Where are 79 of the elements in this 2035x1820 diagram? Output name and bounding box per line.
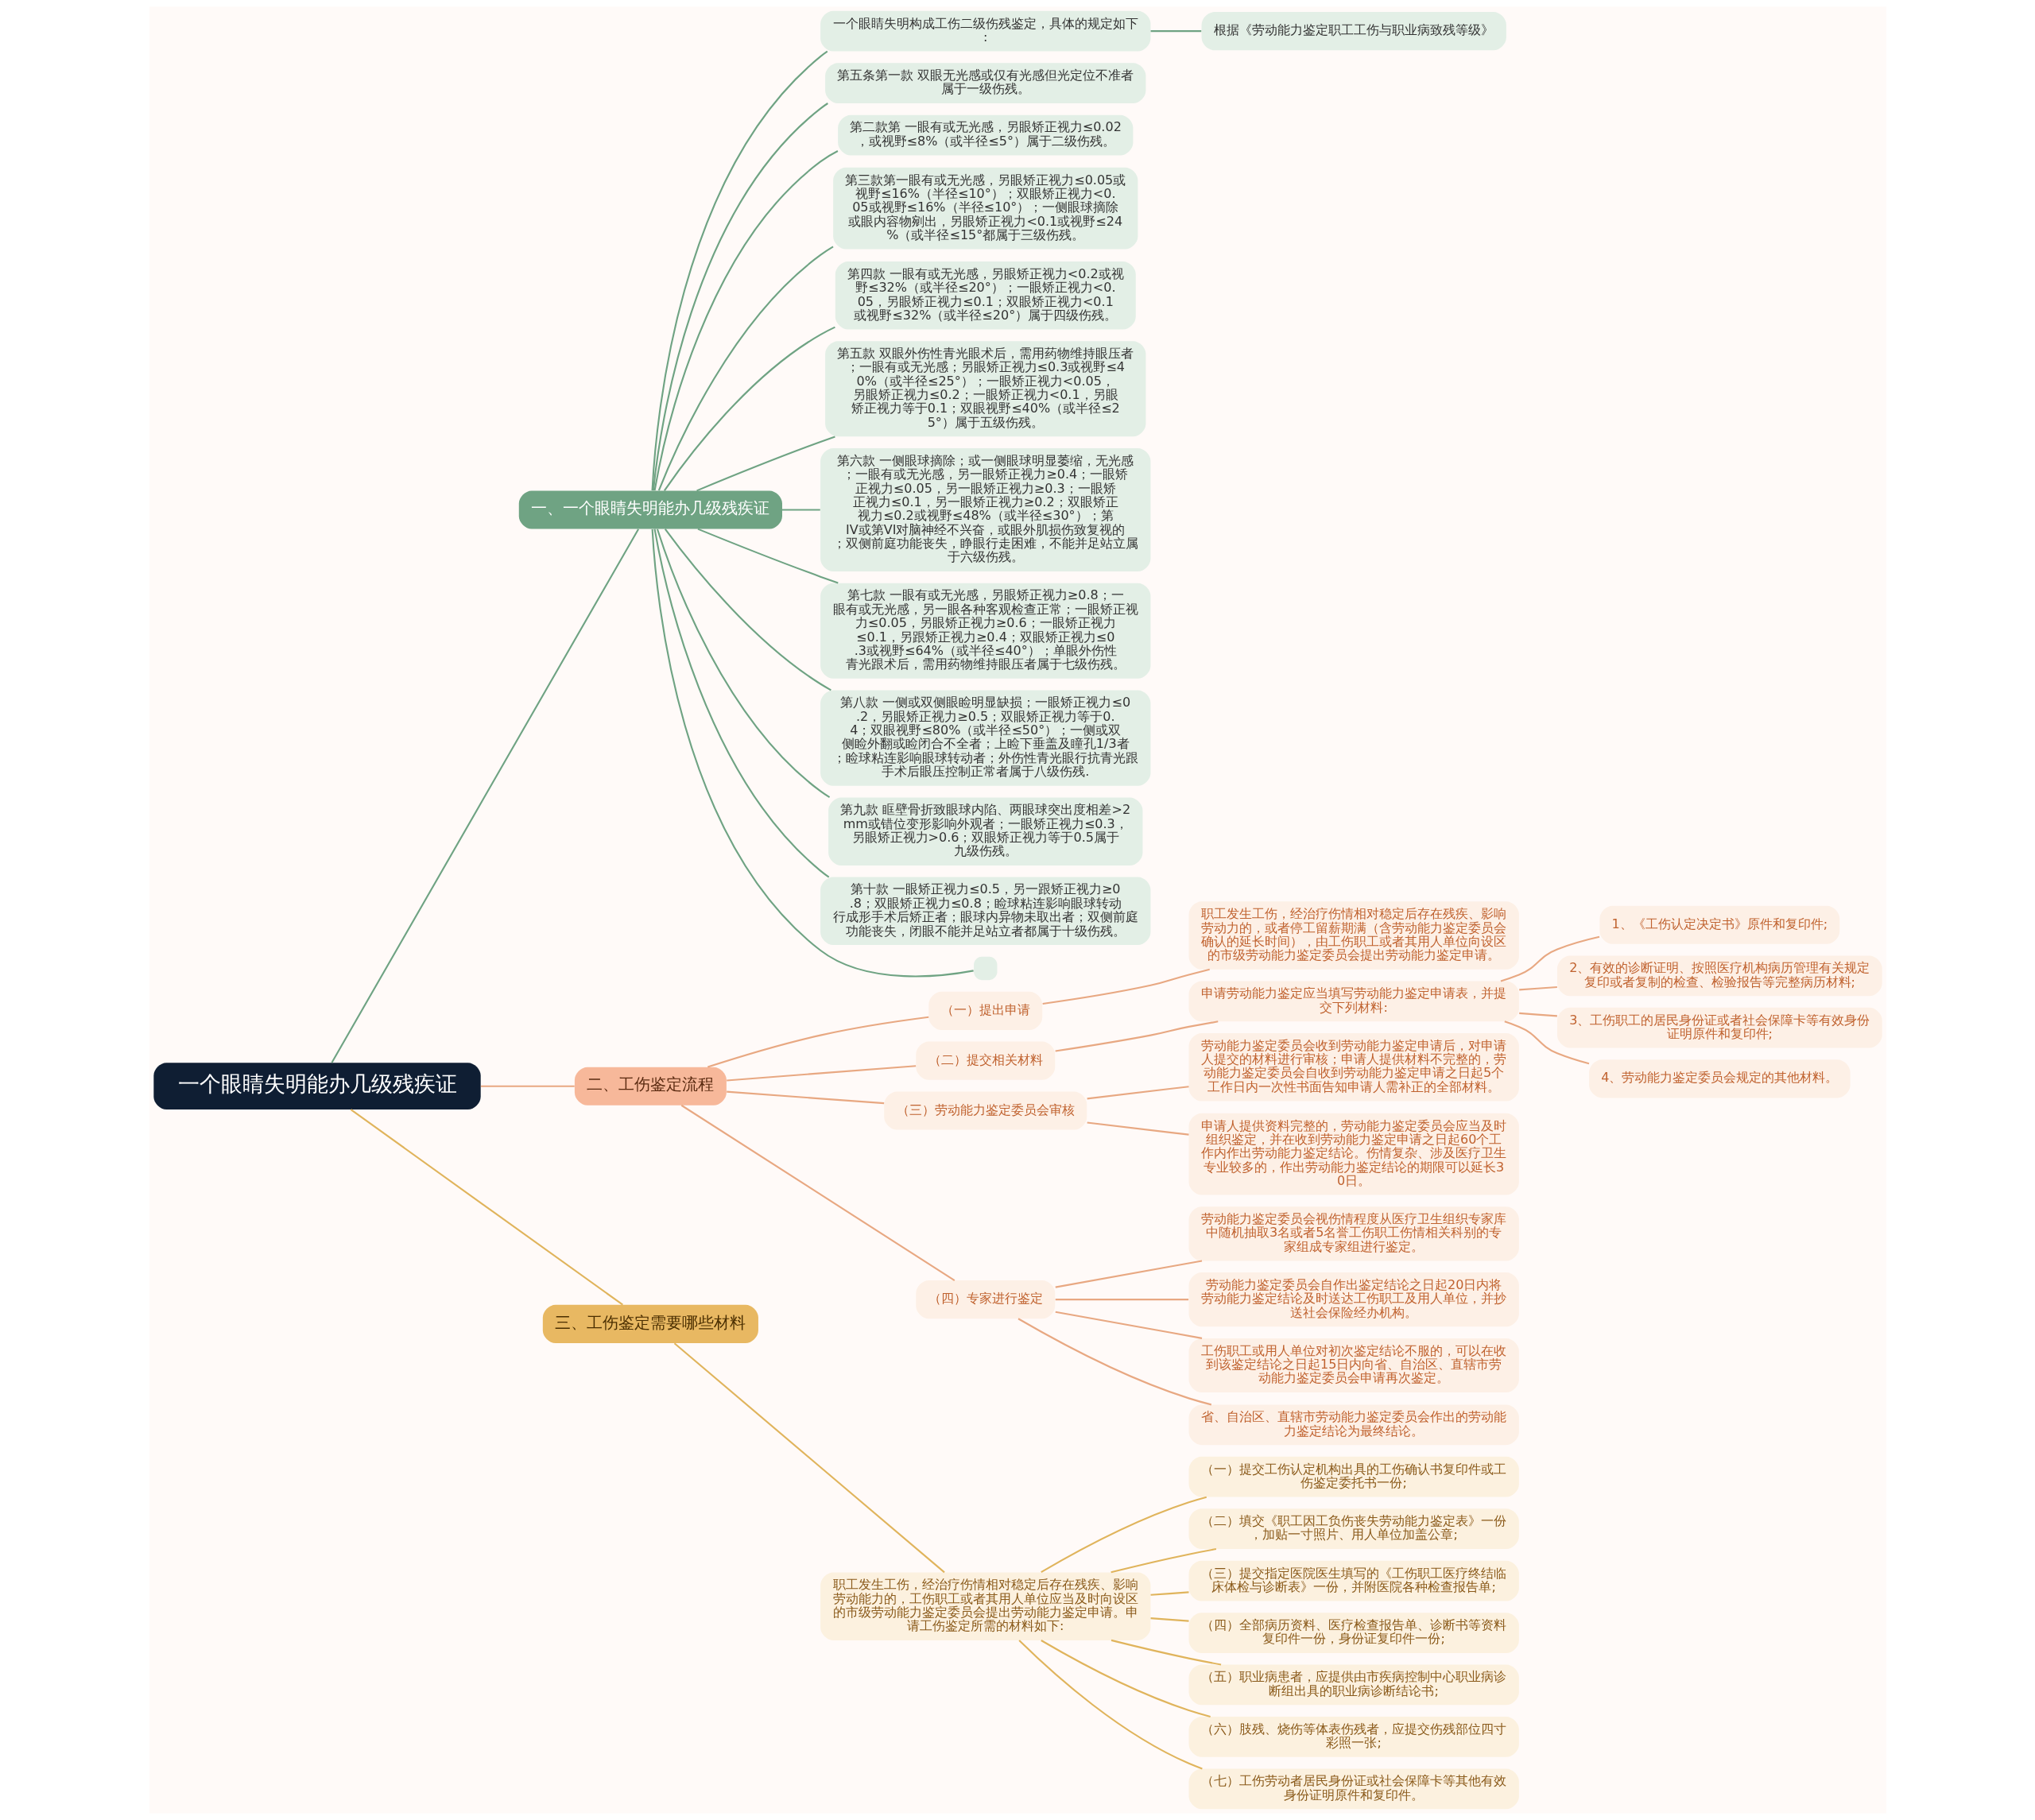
node-box: 第十款 一眼矫正视力≤0.5，另一跟矫正视力≥0.8；双眼矫正视力≤0.8；睑球粘连影响眼球转动行成形手术后矫正者；眼球内异物未取出者；双侧前庭功能丧失，闭眼不能并足站立者都属于十级伤残。 [820, 877, 1150, 946]
connector [680, 1104, 955, 1281]
connector [673, 1342, 945, 1574]
node-box: 职工发生工伤，经治疗伤情相对稳定后存在残疾、影响劳动能力的，工伤职工或者其用人单位应当及时向设区的市级劳动能力鉴定委员会提出劳动能力鉴定申请。申请工伤鉴定所需的材料如下: [820, 1572, 1150, 1640]
connector [1150, 1591, 1189, 1596]
node-box: 工伤职工或用人单位对初次鉴定结论不服的，可以在收到该鉴定结论之日起15日内向省、自治区、直辖市劳动能力鉴定委员会申请再次鉴定。 [1188, 1338, 1519, 1392]
node-box [973, 956, 997, 981]
node-box: 劳动能力鉴定委员会视伤情程度从医疗卫生组织专家库中随机抽取3名或者5名誉工伤职工伤情相关科别的专家组成专家组进行鉴定。 [1188, 1206, 1519, 1261]
node-box: 4、劳动能力鉴定委员会规定的其他材料。 [1588, 1059, 1851, 1098]
node-box: 二、工伤鉴定流程 [574, 1067, 727, 1106]
node-box: （六）肢残、烧伤等体表伤残者，应提交伤残部位四寸彩照一张; [1188, 1717, 1519, 1757]
node-box: 一个眼睛失明构成工伤二级伤残鉴定，具体的规定如下: [820, 10, 1150, 52]
connector [1503, 1020, 1589, 1065]
connector [1055, 1299, 1188, 1301]
connector [480, 1085, 575, 1087]
connector [696, 436, 835, 492]
node-box: 一、一个眼睛失明能办几级残疾证 [518, 490, 782, 529]
connector [350, 1109, 623, 1306]
connector [781, 509, 820, 511]
node-box: 劳动能力鉴定委员会自作出鉴定结论之日起20日内将劳动能力鉴定结论及时送达工伤职工及用人单位，并抄送社会保险经办机构。 [1188, 1272, 1519, 1327]
node-box: 劳动能力鉴定委员会收到劳动能力鉴定申请后，对申请人提交的材料进行审核；申请人提供材料不完整的，劳动能力鉴定委员会自收到劳动能力鉴定申请之日起5个工作日内一次性书面告知申请人需补正的全部材料。 [1188, 1032, 1519, 1102]
connector [697, 528, 839, 584]
node-box: 一个眼睛失明能办几级残疾证 [153, 1063, 481, 1110]
connector [653, 150, 838, 491]
node-box: （四）专家进行鉴定 [915, 1280, 1055, 1319]
node-box: （三）劳动能力鉴定委员会审核 [883, 1091, 1087, 1130]
connector [1018, 1640, 1203, 1770]
connector [1111, 1639, 1221, 1666]
connector [726, 1090, 884, 1105]
node-box: 第五条第一款 双眼无光感或仅有光感但光定位不准者属于一级伤残。 [824, 63, 1145, 103]
connector [1055, 1260, 1202, 1288]
node-box: （一）提出申请 [928, 991, 1042, 1030]
node-box: 第三款第一眼有或无光感，另眼矫正视力≤0.05或视野≤16%（半径≤10°）；双眼矫正视力<0.05或视野≤16%（半径≤10°）；一侧眼球摘除或眼内容物剜出，另眼矫正视力<0.1或视野≤24%（或半径≤15°都属于三级伤残。 [832, 167, 1138, 250]
connector [331, 529, 639, 1063]
connector [653, 529, 829, 878]
node-box: 省、自治区、直辖市劳动能力鉴定委员会作出的劳动能力鉴定结论为最终结论。 [1188, 1404, 1519, 1446]
node-box: 第六款 一侧眼球摘除；或一侧眼球明显萎缩，无光感；一眼有或无光感，另一眼矫正视力≥0.4；一眼矫正视力≤0.05，另一眼矫正视力≥0.3；一眼矫正视力≤0.1，另一眼矫正视力≥0.2；双眼矫正视力≤0.2或视野≤48%（或半径≤30°）；第IV或第VI对脑神经不兴奋，或眼外肌损伤致复视的；双侧前庭功能丧失，睁眼行走困难，不能并足站立属于六级伤残。 [820, 448, 1150, 571]
node-box: 第八款 一侧或双侧眼睑明显缺损；一眼矫正视力≤0.2，另眼矫正视力≥0.5；双眼矫正视力等于0.4；双眼视野≤80%（或半径≤50°）；一侧或双侧睑外翻或睑闭合不全者；上睑下垂盖及瞳孔1/3者；睑球粘连影响眼球转动者；外伤性青光眼行抗青光跟手术后眼压控制正常者属于八级伤残. [820, 690, 1150, 786]
connector [664, 528, 831, 691]
connector [656, 529, 830, 799]
node-box: （一）提交工伤认定机构出具的工伤确认书复印件或工伤鉴定委托书一份; [1188, 1456, 1519, 1497]
connector [1055, 1020, 1218, 1052]
connector [1040, 1496, 1207, 1574]
node-box: 第七款 一眼有或无光感，另眼矫正视力≥0.8；一眼有或无光感，另一眼各种客观检查正常；一眼矫正视力≤0.05，另眼矫正视力≥0.6；一眼矫正视力≤0.1，另跟矫正视力≥0.4；双眼矫正视力≤0.3或视野≤64%（或半径≤40°）；单眼外伤性青光跟术后，需用药物维持眼压者属于七级伤残。 [820, 583, 1150, 679]
connector [1087, 1086, 1189, 1100]
node-box: （七）工伤劳动者居民身份证或社会保障卡等其他有效身份证明原件和复印件。 [1188, 1768, 1519, 1810]
node-box: 申请人提供资料完整的，劳动能力鉴定委员会应当及时组织鉴定，并在收到劳动能力鉴定申请之日起60个工作内作出劳动能力鉴定结论。伤情复杂、涉及医疗卫生专业较多的，作出劳动能力鉴定结论的期限可以延长30日。 [1188, 1113, 1519, 1195]
node-box: 第五款 双眼外伤性青光眼术后，需用药物维持眼压者；一眼有或无光感；另眼矫正视力≤0.3或视野≤40%（或半径≤25°）；一眼矫正视力<0.05，另眼矫正视力≤0.2；一眼矫正视力<0.1，另眼矫正视力等于0.1；双眼视野≤40%（或半径≤25°）属于五级伤残。 [824, 341, 1145, 437]
connector [1110, 1548, 1216, 1574]
connector [707, 1016, 928, 1068]
node-box: 第九款 眶壁骨折致眼球内陷、两眼球突出度相差>2mm或错位变形影响外观者；一眼矫正视力≤0.3，另眼矫正视力>0.6；双眼矫正视力等于0.5属于九级伤残。 [828, 797, 1142, 865]
node-box: （四）全部病历资料、医疗检查报告单、诊断书等资料复印件一份，身份证复印件一份; [1188, 1613, 1519, 1653]
connector [1500, 935, 1599, 982]
node-box: （三）提交指定医院医生填写的《工伤职工医疗终结临床体检与诊断表》一份，并附医院各种检查报告单; [1188, 1560, 1519, 1601]
connector [726, 1065, 916, 1082]
connector [1087, 1121, 1189, 1136]
node-box: 三、工伤鉴定需要哪些材料 [542, 1304, 758, 1343]
node-box: 2、有效的诊断证明、按照医疗机构病历管理有关规定复印或者复制的检查、检验报告等完整病历材料; [1556, 955, 1882, 997]
connector [1518, 1012, 1557, 1017]
node-box: （五）职业病患者，应提供由市疾病控制中心职业病诊断组出具的职业病诊断结论书; [1188, 1664, 1519, 1706]
connector [1150, 30, 1201, 33]
connector [1518, 986, 1557, 991]
connector [1055, 1311, 1202, 1339]
node-box: （二）提交相关材料 [915, 1041, 1055, 1080]
connector [657, 246, 834, 491]
node-box: 根据《劳动能力鉴定职工工伤与职业病致残等级》 [1201, 12, 1506, 51]
node-box: 1、《工伤认定决定书》原件和复印件; [1599, 905, 1839, 944]
connector [1040, 1640, 1211, 1717]
connector [651, 529, 974, 978]
connector [1150, 1617, 1189, 1622]
connector [663, 326, 835, 491]
connector [1042, 968, 1210, 1005]
connector [1017, 1318, 1211, 1406]
node-box: （二）填交《职工因工负伤丧失劳动能力鉴定表》一份，加贴一寸照片、用人单位加盖公章; [1188, 1508, 1519, 1549]
node-box: 第四款 一眼有或无光感，另眼矫正视力<0.2或视野≤32%（或半径≤20°）；一眼矫正视力<0.05，另眼矫正视力≤0.1；双眼矫正视力<0.1或视野≤32%（或半径≤20°）属于四级伤残。 [835, 261, 1136, 330]
node-box: 第二款第 一眼有或无光感，另眼矫正视力≤0.02，或视野≤8%（或半径≤5°）属于二级伤残。 [837, 114, 1133, 156]
node-box: 3、工伤职工的居民身份证或者社会保障卡等有效身份证明原件和复印件; [1556, 1007, 1882, 1048]
node-box: 职工发生工伤，经治疗伤情相对稳定后存在残疾、影响劳动力的，或者停工留薪期满（含劳动能力鉴定委员会确认的延长时间），由工伤职工或者其用人单位向设区的市级劳动能力鉴定委员会提出劳动能力鉴定申请。 [1188, 901, 1519, 970]
node-box: 申请劳动能力鉴定应当填写劳动能力鉴定申请表，并提交下列材料: [1188, 981, 1519, 1022]
